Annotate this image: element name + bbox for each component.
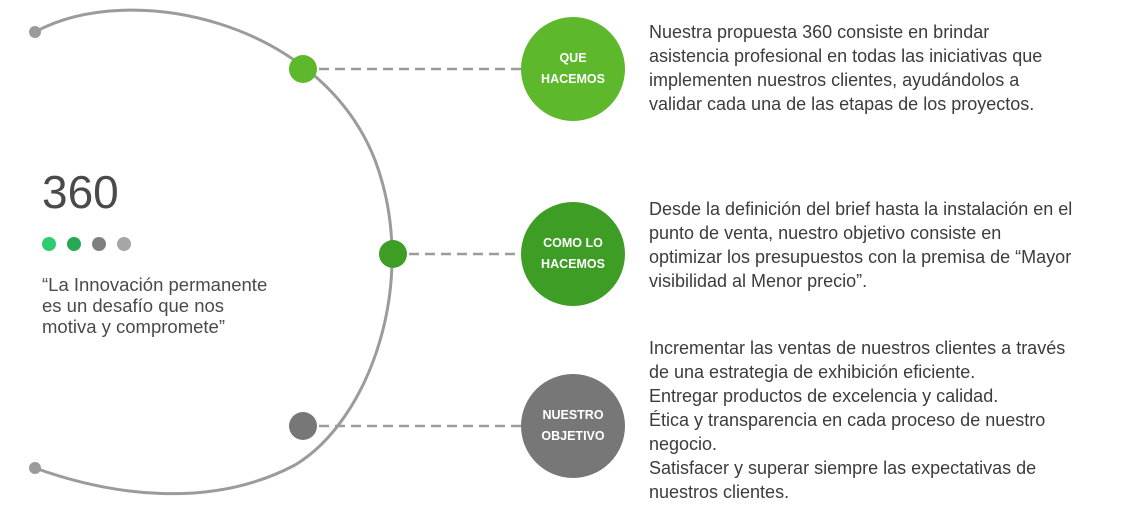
dot-2 bbox=[67, 237, 81, 251]
quote-line: motiva y compromete” bbox=[42, 316, 225, 337]
description-line: optimizar los presupuestos con la premis… bbox=[649, 247, 1072, 267]
badge-label: QUE bbox=[559, 51, 587, 65]
description-line: Satisfacer y superar siempre las expecta… bbox=[649, 458, 1037, 478]
intro-quote: “La Innovación permanente es un desafío … bbox=[42, 274, 312, 337]
description-line: punto de venta, nuestro objetivo consist… bbox=[649, 223, 1002, 243]
description-como-lo-hacemos: Desde la definición del brief hasta la i… bbox=[649, 197, 1072, 293]
badge-label: NUESTRO bbox=[542, 408, 604, 422]
badge-label: COMO LO bbox=[543, 236, 603, 250]
description-line: Incrementar las ventas de nuestros clien… bbox=[649, 338, 1066, 358]
description-nuestro-objetivo: Incrementar las ventas de nuestros clien… bbox=[649, 336, 1065, 504]
description-line: Desde la definición del brief hasta la i… bbox=[649, 199, 1073, 219]
badge-label: OBJETIVO bbox=[541, 429, 605, 443]
main-arc bbox=[33, 8, 394, 496]
title-360: 360 bbox=[42, 166, 119, 218]
badge-label: HACEMOS bbox=[541, 257, 605, 271]
dot-1 bbox=[42, 237, 56, 251]
arc-end-top bbox=[29, 26, 41, 38]
description-line: Nuestra propuesta 360 consiste en brinda… bbox=[649, 22, 990, 42]
description-line: de una estrategia de exhibición eficient… bbox=[649, 362, 976, 382]
node-como-lo-hacemos bbox=[379, 240, 407, 268]
arc-end-bottom bbox=[29, 462, 41, 474]
description-que-hacemos: Nuestra propuesta 360 consiste en brinda… bbox=[649, 20, 1042, 116]
dot-4 bbox=[117, 237, 131, 251]
badge-label: HACEMOS bbox=[541, 72, 605, 86]
node-que-hacemos bbox=[289, 55, 317, 83]
badge-como-lo-hacemos: COMO LO HACEMOS bbox=[521, 202, 625, 306]
badge-que-hacemos: QUE HACEMOS bbox=[521, 17, 625, 121]
quote-line: “La Innovación permanente bbox=[42, 274, 268, 295]
description-line: Ética y transparencia en cada proceso de… bbox=[649, 410, 1046, 430]
description-line: nuestros clientes. bbox=[649, 482, 790, 502]
dot-3 bbox=[92, 237, 106, 251]
badge-nuestro-objetivo: NUESTRO OBJETIVO bbox=[521, 374, 625, 478]
description-line: visibilidad al Menor precio”. bbox=[649, 271, 868, 291]
description-line: negocio. bbox=[649, 434, 718, 454]
description-line: Entregar productos de excelencia y calid… bbox=[649, 386, 999, 406]
description-line: asistencia profesional en todas las inic… bbox=[649, 46, 1043, 66]
description-line: validar cada una de las etapas de los pr… bbox=[649, 94, 1035, 114]
description-line: implementen nuestros clientes, ayudándol… bbox=[649, 70, 1020, 90]
node-nuestro-objetivo bbox=[289, 412, 317, 440]
quote-line: es un desafío que nos bbox=[42, 295, 225, 316]
